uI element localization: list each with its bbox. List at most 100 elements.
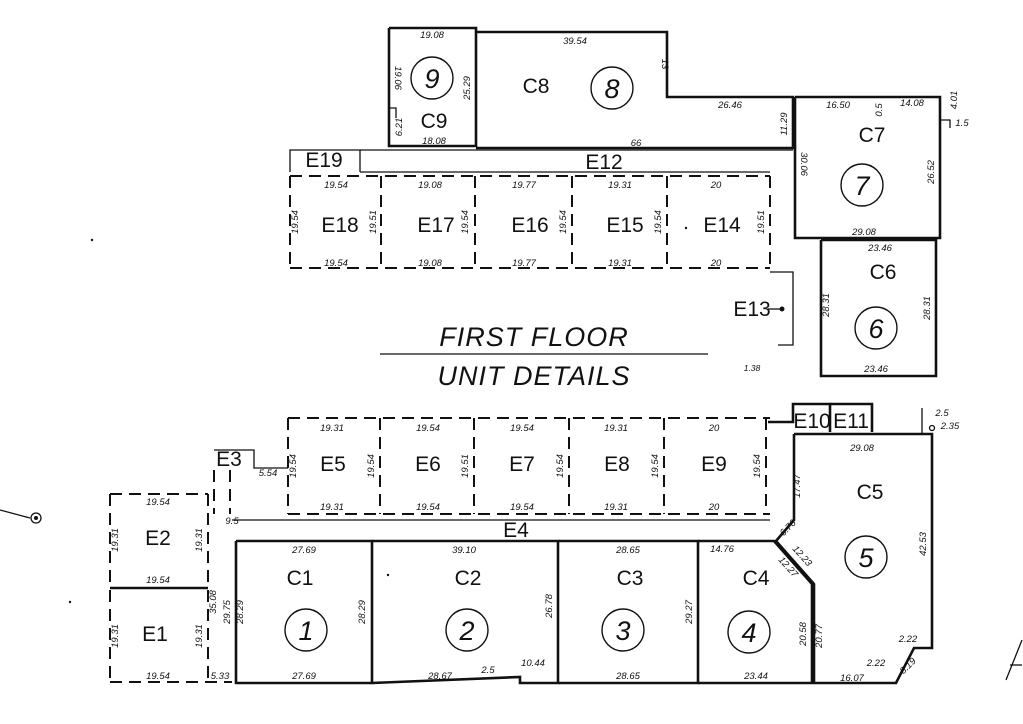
c5-a-dim: 2.22 xyxy=(898,634,918,645)
c7-gap-dim: 0.5 xyxy=(874,103,885,117)
c6-right-dim: 28.31 xyxy=(922,296,933,321)
north-arrow-fragment xyxy=(1005,639,1023,681)
c8-side-dim: 11.29 xyxy=(779,112,790,136)
unit-c4-marker xyxy=(727,610,771,654)
unit-e6[interactable]: E6 19.54 19.54 xyxy=(415,423,441,513)
target-icon xyxy=(30,512,42,524)
unit-e4[interactable]: E4 xyxy=(232,519,770,542)
unit-e4-label: E4 xyxy=(503,519,529,542)
unit-c6[interactable]: 6 C6 23.46 28.31 28.31 23.46 xyxy=(819,238,938,378)
c9-bot-dim: 18.08 xyxy=(422,136,446,147)
north-e-row xyxy=(289,175,771,269)
c9-right-dim: 25.29 xyxy=(462,75,473,100)
e15-top-dim: 19.31 xyxy=(608,180,632,191)
n-wall-3-dim: 19.54 xyxy=(460,210,471,234)
unit-e14[interactable]: E14 20 20 xyxy=(703,180,741,269)
unit-c8[interactable]: 8 C8 39.54 13 26.46 66 11.29 xyxy=(476,30,795,150)
unit-c6-number: 6 xyxy=(868,314,884,344)
s-wall-3-dim: 19.51 xyxy=(460,454,471,478)
unit-e7[interactable]: E7 19.54 19.54 xyxy=(509,423,535,513)
e9-bot-dim: 20 xyxy=(708,502,720,513)
unit-e2[interactable]: E2 19.54 19.31 19.31 xyxy=(109,493,209,590)
unit-e8[interactable]: E8 19.31 19.31 xyxy=(604,423,630,513)
unit-e19[interactable]: E19 xyxy=(289,149,361,172)
unit-c3-marker xyxy=(601,608,645,652)
e15-bot-dim: 19.31 xyxy=(608,258,632,269)
title-line1: FIRST FLOOR xyxy=(439,322,629,352)
unit-e10[interactable]: E10 xyxy=(768,402,832,433)
c5-c-dim: 8.19 xyxy=(898,655,919,676)
unit-e5[interactable]: E5 19.31 19.31 xyxy=(320,423,346,513)
e18-bot-dim: 19.54 xyxy=(324,258,348,269)
unit-e8-label: E8 xyxy=(604,453,630,476)
c1-left-dim: 28.29 xyxy=(235,599,246,624)
s-wall-6-dim: 19.54 xyxy=(752,454,763,478)
unit-c2-number: 2 xyxy=(458,616,474,646)
unit-c9-label: C9 xyxy=(421,110,448,133)
unit-c9[interactable]: 9 C9 19.08 19.06 25.29 18.08 6.21 xyxy=(387,26,478,148)
unit-e11[interactable]: E11 xyxy=(830,402,874,433)
c5-bot-dim: 16.07 xyxy=(840,673,864,684)
c2-a-dim: 2.5 xyxy=(480,665,495,676)
c1-bot-dim: 27.69 xyxy=(291,671,316,682)
unit-e12[interactable]: E12 xyxy=(360,149,793,174)
e14-top-dim: 20 xyxy=(710,180,722,191)
unit-e3-label: E3 xyxy=(216,448,242,471)
c5-b-dim: 2.22 xyxy=(866,658,886,669)
unit-c4-number: 4 xyxy=(741,618,756,648)
s-wall-2-dim: 19.54 xyxy=(366,454,377,478)
unit-e13[interactable]: E13 1.38 xyxy=(733,271,794,373)
unit-e6-label: E6 xyxy=(415,453,441,476)
e3-b-dim: 9.5 xyxy=(225,516,239,527)
unit-c5-label: C5 xyxy=(857,481,884,504)
e1-top-dim: 19.54 xyxy=(146,575,170,586)
c5-n2-dim: 2.35 xyxy=(940,421,960,432)
e1-bot-dim: 19.54 xyxy=(146,671,170,682)
c9-small-dim: 6.21 xyxy=(394,118,405,137)
c7-right-dim: 26.52 xyxy=(926,159,937,184)
unit-c3[interactable]: 3 C3 28.65 28.65 29.27 xyxy=(558,539,700,685)
unit-e14-label: E14 xyxy=(703,214,741,237)
c7-bot-dim: 29.08 xyxy=(851,227,876,238)
unit-e3[interactable]: E3 5.54 9.5 xyxy=(213,448,288,527)
c1-right-dim: 28.29 xyxy=(357,599,368,624)
c8-right-dim: 13 xyxy=(659,59,670,70)
unit-e19-label: E19 xyxy=(305,149,342,172)
unit-c2[interactable]: 2 C2 39.10 28.67 26.78 2.5 10.44 xyxy=(371,539,560,685)
unit-e1[interactable]: E1 19.54 19.31 19.31 19.54 35.08 5.33 xyxy=(109,575,232,683)
c2-b-dim: 10.44 xyxy=(521,658,545,669)
unit-e11-label: E11 xyxy=(833,410,869,433)
c8-bot-dim: 66 xyxy=(631,138,642,149)
unit-e12-label: E12 xyxy=(585,151,622,174)
unit-e7-label: E7 xyxy=(509,453,535,476)
south-e-row xyxy=(287,417,770,515)
e5-top-dim: 19.31 xyxy=(320,423,344,434)
c1-out-dim: 29.75 xyxy=(222,599,233,624)
unit-c8-label: C8 xyxy=(523,75,550,98)
n-wall-6-dim: 19.51 xyxy=(756,210,767,234)
c8-step-dim: 26.46 xyxy=(717,100,742,111)
unit-c7[interactable]: 7 C7 16.50 0.5 14.08 30.06 26.52 29.08 4… xyxy=(793,91,969,240)
unit-c1[interactable]: 1 C1 27.69 27.69 28.29 28.29 29.75 xyxy=(222,539,374,685)
c2-bot-dim: 28.67 xyxy=(427,671,452,682)
unit-e17[interactable]: E17 19.08 19.08 xyxy=(417,180,454,269)
unit-e5-label: E5 xyxy=(320,453,346,476)
c6-top-dim: 23.46 xyxy=(867,243,892,254)
unit-e18[interactable]: E18 19.54 19.54 xyxy=(321,180,358,269)
plan-title: FIRST FLOOR UNIT DETAILS xyxy=(380,322,708,391)
e1-right-dim: 19.31 xyxy=(194,624,205,648)
unit-e9[interactable]: E9 20 20 xyxy=(701,423,727,513)
c6-bot-dim: 23.46 xyxy=(863,364,888,375)
unit-e15[interactable]: E15 19.31 19.31 xyxy=(606,180,643,269)
e7-top-dim: 19.54 xyxy=(510,423,534,434)
unit-c4[interactable]: 4 C4 14.76 12.23 12.27 20.58 23.44 20.77 xyxy=(698,539,825,685)
c7-b-dim: 1.5 xyxy=(955,118,969,129)
e18-top-dim: 19.54 xyxy=(324,180,348,191)
c4-top-dim: 14.76 xyxy=(710,544,734,555)
unit-c6-marker xyxy=(854,306,898,350)
unit-c5[interactable]: 5 C5 29.08 17.47 6.76 42.53 2.22 2.22 8.… xyxy=(774,408,960,685)
e13-note-dim: 1.38 xyxy=(744,363,761,373)
unit-e16[interactable]: E16 19.77 19.77 xyxy=(511,180,548,269)
e14-bot-dim: 20 xyxy=(710,258,722,269)
e17-bot-dim: 19.08 xyxy=(418,258,442,269)
